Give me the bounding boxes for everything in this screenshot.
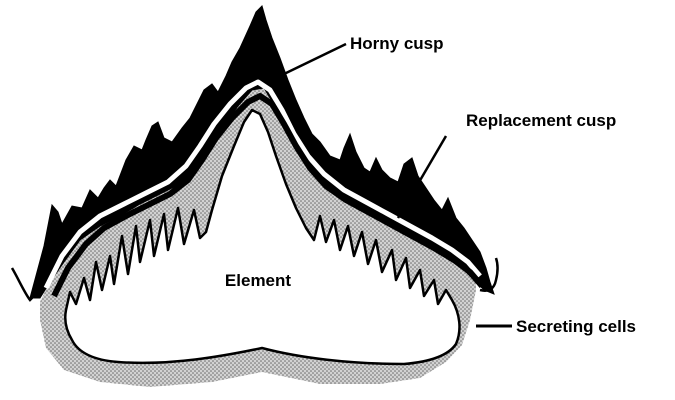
- horny-cusp-label: Horny cusp: [350, 34, 444, 53]
- secreting-cells-label: Secreting cells: [516, 317, 636, 336]
- element-label: Element: [225, 271, 291, 290]
- replacement-cusp-label: Replacement cusp: [466, 111, 616, 130]
- horny-cusp-leader: [284, 44, 346, 74]
